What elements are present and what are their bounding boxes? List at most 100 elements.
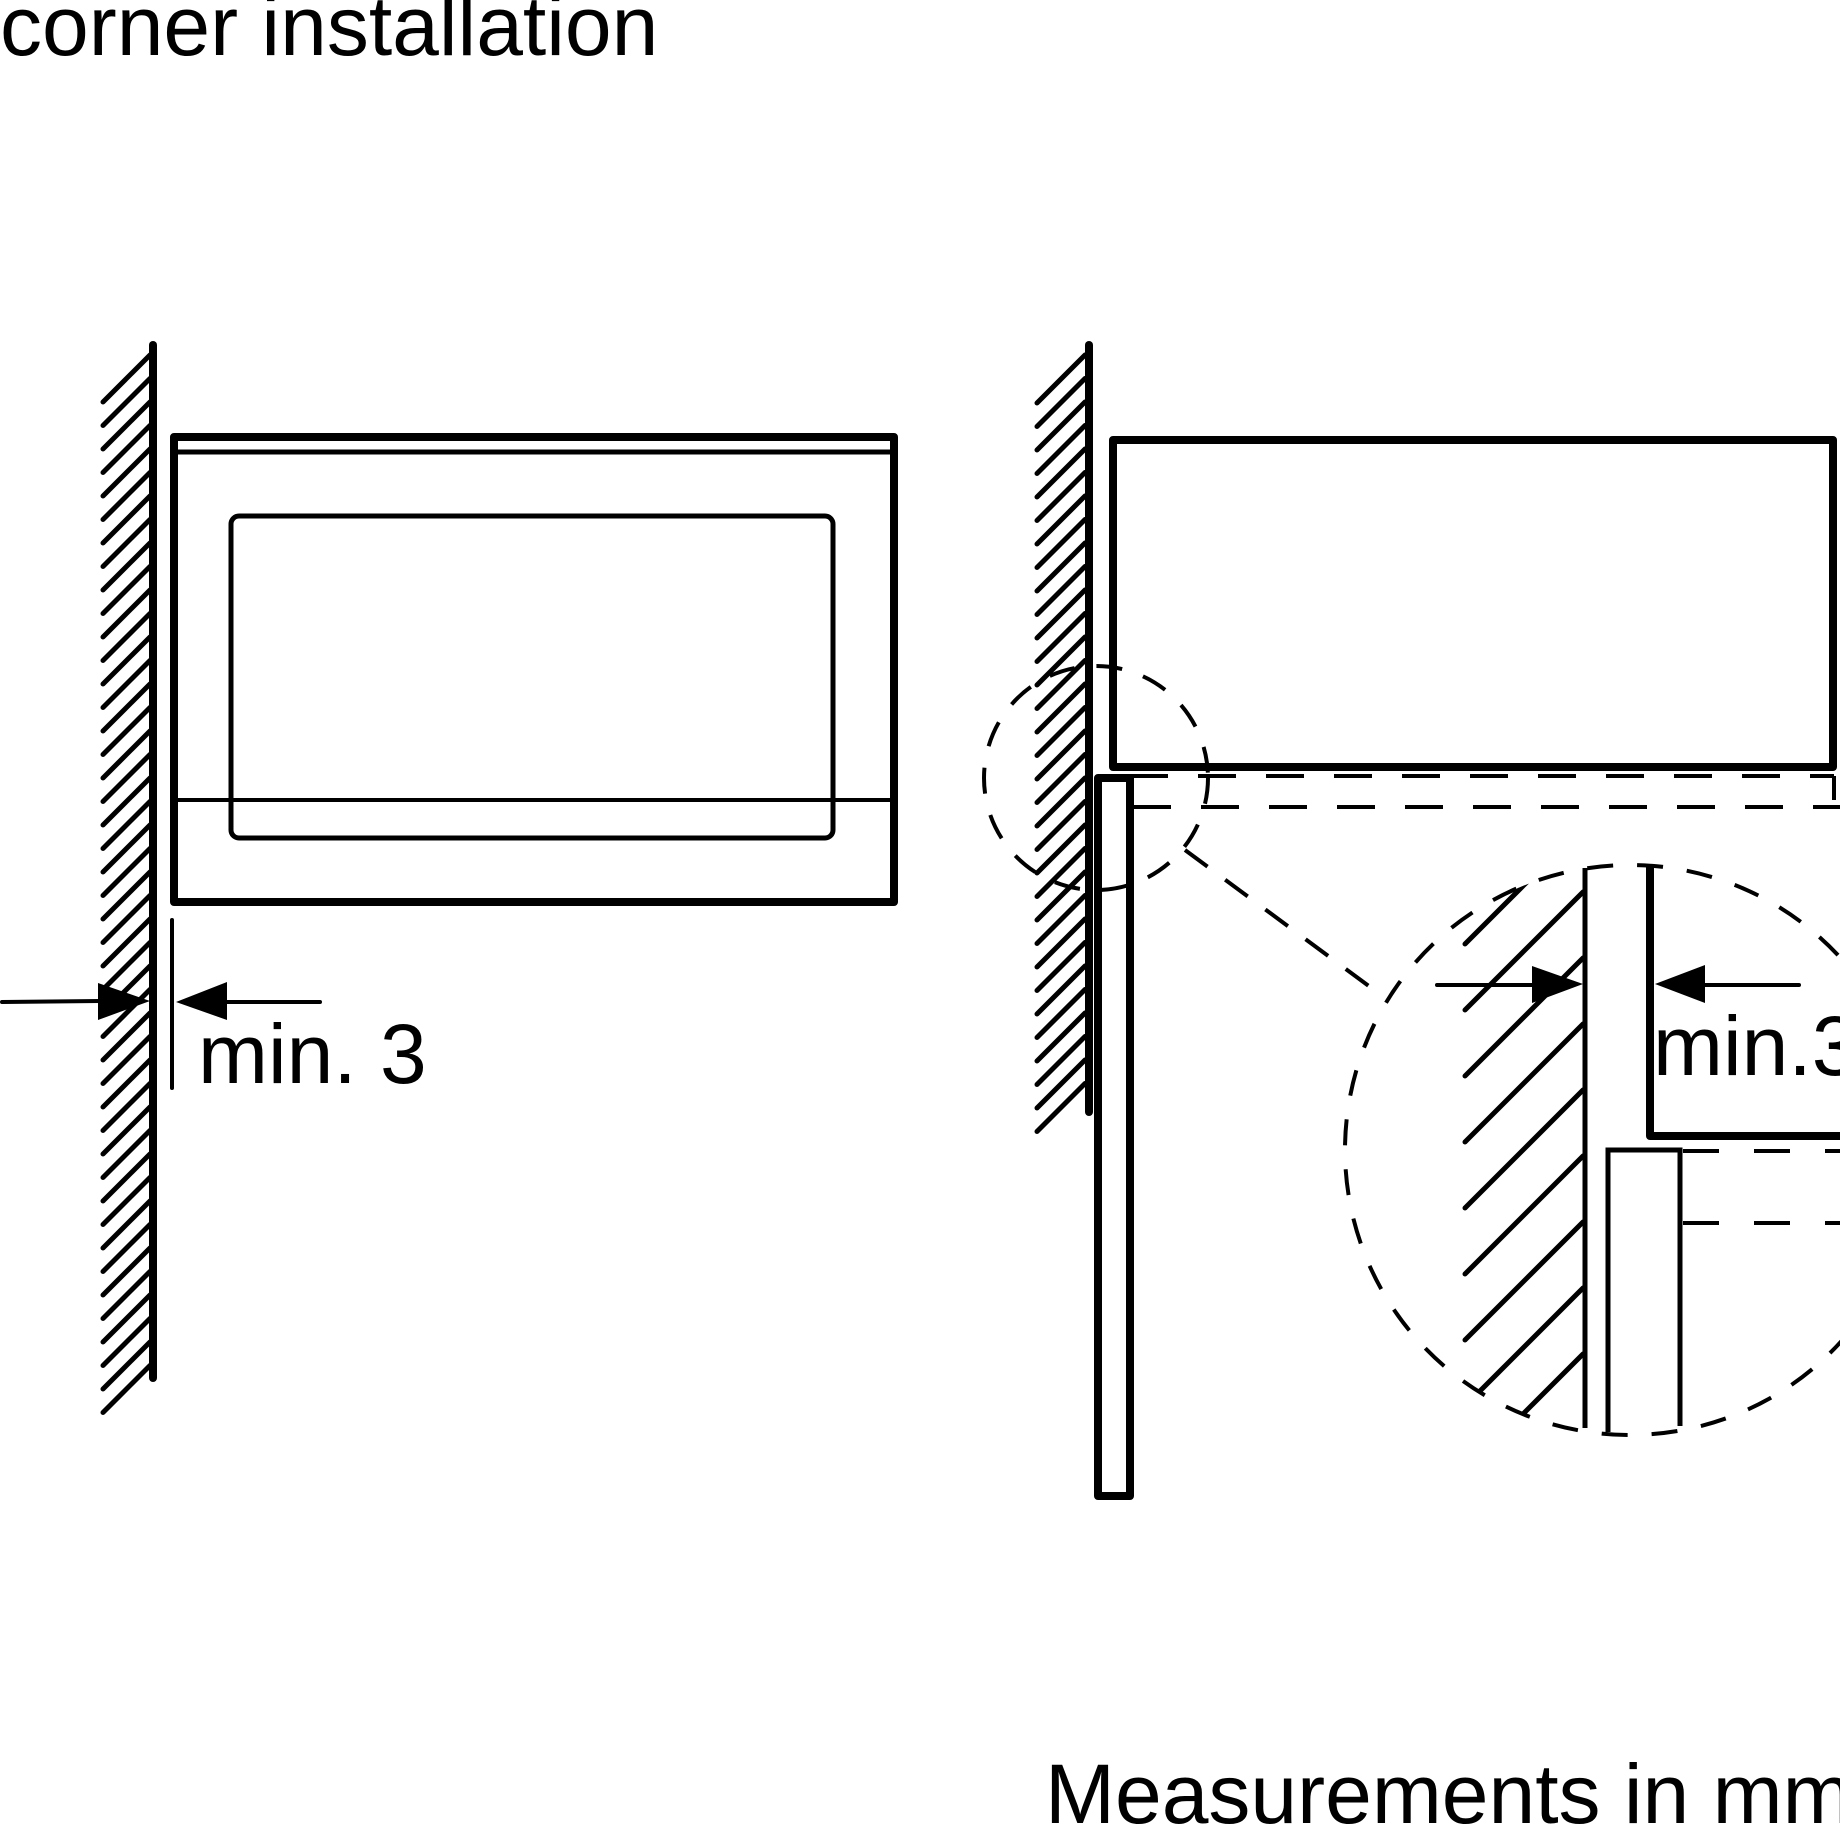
hatch-line [100,423,153,475]
hatch-line [1034,940,1088,993]
hatch-line [100,916,153,969]
hatch-line [100,399,153,452]
hatch-line [1034,376,1088,429]
hatch-line [1034,963,1088,1017]
left-dim-arrowhead-right [98,983,150,1020]
hatch-line [100,775,153,828]
hatch-line [1034,399,1088,453]
hatch-line [100,869,153,922]
hatch-line [1462,1351,1586,1435]
hatch-line [1034,611,1088,664]
hatch-line [1034,352,1088,406]
hatch-line [1034,799,1088,852]
detail-dim-label: min.3 [1653,999,1840,1093]
hatch-line [1034,916,1088,970]
hatch-line [1034,658,1088,711]
hatch-line [1462,1087,1586,1211]
hatch-line [100,1316,153,1368]
right-view: min.3 [982,341,1840,1500]
hatch-line [1034,470,1088,523]
hatch-line [1462,865,1586,947]
hatch-line [100,587,153,640]
hatch-line [100,1034,153,1086]
hatch-line [100,1175,153,1227]
hatch-line [100,1151,153,1204]
hatch-line [1034,493,1088,547]
hatch-line [1034,1034,1088,1087]
detail-dim-arrowhead-left [1655,965,1705,1003]
hatch-line [100,1081,153,1133]
hatch-line [100,611,153,663]
detail-wall-hatch [1462,865,1586,1435]
hatch-line [1462,1285,1586,1409]
diagram-title: corner installation [0,0,658,73]
hatch-line [1034,893,1088,946]
hatch-line [1034,634,1088,688]
hatch-line [1462,889,1586,1013]
right-wall-hatch [1034,352,1088,1134]
left-appliance-frame [170,433,898,906]
hatch-line [1034,423,1088,476]
left-dim-arrowhead-left [176,982,227,1020]
hatch-line [1034,1081,1088,1134]
measurement-note: Measurements in mm [1045,1747,1840,1840]
hatch-line [1462,1219,1586,1343]
hatch-line [100,658,153,710]
hatch-line [100,1269,153,1321]
hatch-line [1034,822,1088,876]
hatch-line [100,893,153,945]
hatch-line [100,705,153,757]
hatch-line [100,752,153,804]
hatch-line [100,940,153,992]
hatch-line [100,352,153,405]
detail-marker-circle [982,664,1210,892]
hatch-line [1034,446,1088,500]
left-dim-label: min. 3 [198,1007,427,1101]
hatch-line [100,822,153,875]
hatch-line [1034,1057,1088,1111]
hatch-line [100,1222,153,1274]
hatch-line [100,540,153,593]
hatch-line [1462,955,1586,1079]
hatch-line [100,1057,153,1110]
hatch-line [1462,1153,1586,1277]
hatch-line [100,564,153,616]
hatch-line [100,1010,153,1063]
detail-dim-arrowhead-right [1532,966,1583,1003]
hatch-line [1034,587,1088,641]
hatch-line [1034,1010,1088,1064]
hatch-line [1034,705,1088,758]
hatch-line [100,470,153,522]
hatch-line [100,1104,153,1157]
hatch-line [100,1198,153,1251]
enlarged-detail: min.3 [1343,863,1840,1437]
left-appliance-window [228,513,836,841]
hatch-line [100,376,153,428]
detail-side-panel [1605,1147,1683,1432]
hatch-line [1462,1021,1586,1145]
hatch-line [1034,564,1088,617]
hatch-line [100,517,153,569]
hatch-line [1034,987,1088,1040]
hatch-line [100,987,153,1039]
hatch-line [100,493,153,546]
hatch-line [100,799,153,851]
right-cabinet [1109,436,1837,771]
hatch-line [1034,752,1088,805]
hatch-line [100,1292,153,1345]
hatch-line [1034,869,1088,923]
detail-cabinet-corner [1646,866,1840,1140]
hatch-line [1034,775,1088,829]
left-wall-hatch [100,352,153,1415]
hatch-line [100,1363,153,1415]
hatch-line [1034,540,1088,594]
left-dim-arrow-line-left [0,999,102,1004]
hatch-line [100,728,153,781]
hatch-line [100,1339,153,1392]
right-side-panel [1094,774,1134,1500]
hatch-line [100,846,153,898]
hatch-line [100,634,153,687]
detail-leader-line [1183,848,1387,1000]
hatch-line [100,1128,153,1180]
